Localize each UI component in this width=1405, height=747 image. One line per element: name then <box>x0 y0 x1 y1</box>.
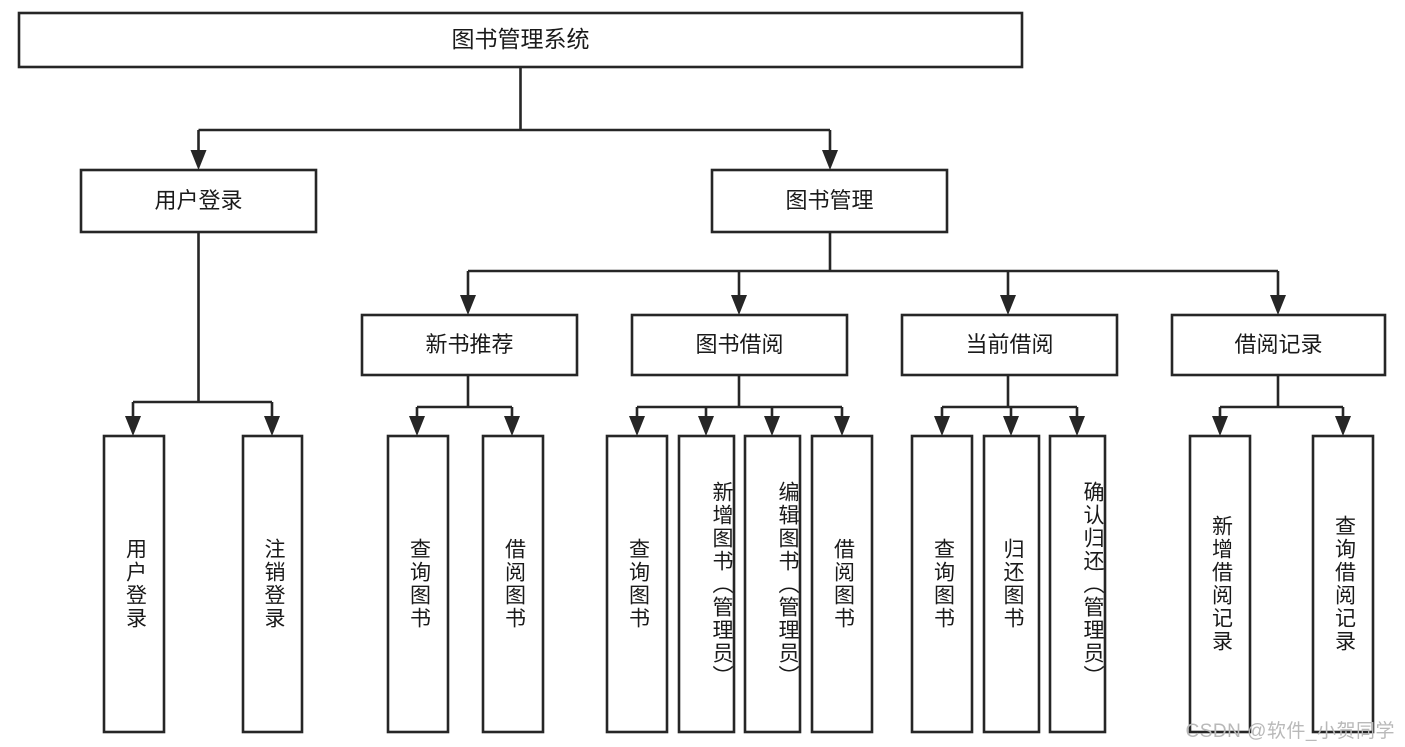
node-book-manage-rect[interactable] <box>710 168 949 234</box>
node-leaf-return-book-rect[interactable] <box>982 434 1041 734</box>
node-root[interactable]: 图书管理系统 <box>17 11 1024 69</box>
node-leaf-borrow-book-rec-rect[interactable] <box>481 434 545 734</box>
arrow-to-leaf-user-logout <box>264 416 280 436</box>
node-book-borrow-rect[interactable] <box>630 313 849 377</box>
node-leaf-user-login-rect[interactable] <box>102 434 166 734</box>
arrow-to-leaf-add-record <box>1212 416 1228 436</box>
node-leaf-confirm-return-rect[interactable] <box>1048 434 1107 734</box>
arrow-to-new-book-rec <box>460 295 476 315</box>
arrow-to-leaf-query-book-rec <box>409 416 425 436</box>
node-leaf-user-logout-rect[interactable] <box>241 434 304 734</box>
edge-user-login-bus <box>131 232 274 422</box>
node-leaf-borrow-book-rect[interactable] <box>810 434 874 734</box>
node-user-login-rect[interactable] <box>79 168 318 234</box>
node-user-login[interactable]: 用户登录 <box>79 168 318 234</box>
node-leaf-add-record-rect[interactable] <box>1188 434 1252 734</box>
node-new-book-rec[interactable]: 新书推荐 <box>360 313 579 377</box>
arrow-to-book-borrow <box>731 295 747 315</box>
arrow-to-leaf-confirm-return <box>1069 416 1085 436</box>
arrow-to-user-login <box>190 150 207 170</box>
node-root-rect[interactable] <box>17 11 1024 69</box>
arrow-to-leaf-borrow-book-rec <box>504 416 520 436</box>
edge-new-book-rec-bus <box>415 375 514 422</box>
arrow-to-leaf-borrow-book <box>834 416 850 436</box>
watermark: CSDN @软件_小贺同学 <box>1185 721 1395 742</box>
node-borrow-record[interactable]: 借阅记录 <box>1170 313 1387 377</box>
node-leaf-query-book-current-rect[interactable] <box>910 434 974 734</box>
arrow-to-book-manage <box>822 150 838 170</box>
node-current-borrow-rect[interactable] <box>900 313 1119 377</box>
arrow-to-leaf-query-book-borrow <box>629 416 645 436</box>
nodes-layer: 图书管理系统 用户登录 图书管理 新书推荐 图书借阅 当前 <box>17 11 1387 734</box>
node-leaf-edit-book-rect[interactable] <box>743 434 802 734</box>
node-book-manage[interactable]: 图书管理 <box>710 168 949 234</box>
edge-current-borrow-bus <box>940 375 1079 422</box>
edge-book-borrow-bus <box>635 375 844 422</box>
arrow-to-leaf-add-book <box>698 416 714 436</box>
node-current-borrow-label: 当前借阅 <box>965 332 1053 357</box>
edge-book-manage-bus <box>466 232 1280 301</box>
arrow-to-leaf-user-login <box>125 416 141 436</box>
arrow-to-leaf-return-book <box>1003 416 1019 436</box>
edge-root-bus <box>197 67 832 156</box>
arrow-to-leaf-query-record <box>1335 416 1351 436</box>
arrow-to-leaf-query-book-current <box>934 416 950 436</box>
node-leaf-add-book-rect[interactable] <box>677 434 736 734</box>
node-root-label: 图书管理系统 <box>452 26 590 52</box>
arrow-to-leaf-edit-book <box>764 416 780 436</box>
arrow-to-borrow-record <box>1270 295 1286 315</box>
edge-borrow-record-bus <box>1218 375 1345 422</box>
arrow-to-current-borrow <box>1000 295 1016 315</box>
node-leaf-query-record-rect[interactable] <box>1311 434 1375 734</box>
node-current-borrow[interactable]: 当前借阅 <box>900 313 1119 377</box>
node-book-borrow[interactable]: 图书借阅 <box>630 313 849 377</box>
node-book-borrow-label: 图书借阅 <box>695 332 783 357</box>
node-borrow-record-rect[interactable] <box>1170 313 1387 377</box>
node-new-book-rec-label: 新书推荐 <box>425 332 513 357</box>
node-book-manage-label: 图书管理 <box>785 188 873 213</box>
node-leaf-query-book-borrow-rect[interactable] <box>605 434 669 734</box>
node-user-login-label: 用户登录 <box>154 188 242 213</box>
node-new-book-rec-rect[interactable] <box>360 313 579 377</box>
edges-layer <box>125 67 1351 436</box>
node-leaf-query-book-rec-rect[interactable] <box>386 434 450 734</box>
node-borrow-record-label: 借阅记录 <box>1234 332 1322 357</box>
